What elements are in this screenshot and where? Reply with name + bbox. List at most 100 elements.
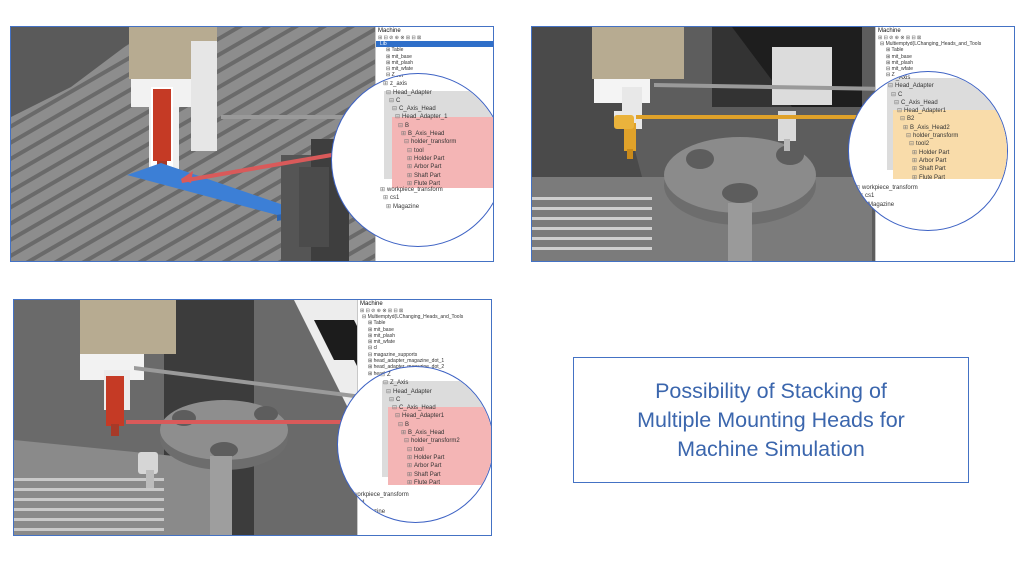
tree-node[interactable]: ⊞Holder Part: [380, 155, 456, 163]
tree-row[interactable]: ⊞ Table: [386, 47, 404, 54]
tree-node[interactable]: ⊞Flute Part: [380, 180, 456, 188]
tree-node-icon: ⊞: [855, 185, 861, 191]
tree-title: Machine: [378, 28, 401, 34]
tree-node[interactable]: ⊟C_Axis_Head: [885, 99, 958, 107]
tree-node[interactable]: ⊞Shaft Part: [380, 172, 456, 180]
tree-node[interactable]: ⊞B_Axis_Head: [380, 429, 460, 437]
tree-row[interactable]: ⊟ mit_wfate: [386, 66, 413, 73]
tree-node[interactable]: ⊟tool2: [885, 140, 958, 148]
tree-node-icon: ⊞: [407, 155, 413, 162]
tree-node[interactable]: ⊞cs1: [855, 192, 918, 200]
tree-node[interactable]: ⊟Head_Adapter1: [380, 412, 460, 420]
tree-node[interactable]: ⊞Shaft Part: [380, 471, 460, 479]
tree-node[interactable]: ⊟Z: [380, 371, 460, 379]
tree-node[interactable]: ⊞Arbor Part: [380, 163, 456, 171]
tree-row[interactable]: ⊟ Z: [386, 72, 395, 79]
tree-node[interactable]: ⊞Magazine: [346, 508, 409, 516]
tree-node[interactable]: ⊞Arbor Part: [885, 157, 958, 165]
tree-node[interactable]: ⊟C_Axis_Head: [380, 404, 460, 412]
tree-node[interactable]: ⊟Head_Adapter: [380, 89, 456, 97]
tree-node-label: Head_Adapter: [393, 388, 432, 395]
tree-node-label: tool: [414, 147, 424, 154]
tree-node[interactable]: ⊟Head_Adapter_1: [380, 113, 456, 121]
tree-node[interactable]: ⊟Head_Adapter: [380, 388, 460, 396]
tree-row[interactable]: ⊞ mit_plash: [886, 59, 913, 66]
tree-node-icon: ⊞: [861, 201, 867, 208]
tree-node-icon: ⊟: [897, 108, 903, 115]
tree-node[interactable]: ⊟C_Axis_Head: [380, 105, 456, 113]
tree-row[interactable]: ⊞ mit_base: [368, 326, 394, 333]
tree-node[interactable]: ⊞cs1: [380, 194, 443, 202]
tree-node[interactable]: ⊟holder_transform: [380, 138, 456, 146]
tree-toolbar[interactable]: ⊞ ⊟ ⊘ ⊕ ⊗ ⊞ ⊟ ⊠: [360, 308, 404, 314]
tree-node-label: B: [405, 421, 410, 428]
tree-node[interactable]: ⊞z_axis: [380, 80, 456, 88]
tree-node-label: Head_Adapter_1: [402, 114, 448, 121]
tree-node-label: cs1: [356, 500, 366, 507]
tree-node[interactable]: ⊞B_Axis_Head: [380, 130, 456, 138]
tree-row[interactable]: ⊞ mit_base: [886, 53, 912, 60]
tree-node-icon: ⊞: [352, 508, 358, 515]
tree-node-label: Flute Part: [414, 479, 441, 486]
tree-row[interactable]: ⊟ mit_wfate: [886, 66, 913, 73]
tree-node[interactable]: ⊞B_Axis_Head2: [885, 124, 958, 132]
tree-node[interactable]: ⊟holder_transform: [885, 132, 958, 140]
tree-node[interactable]: ⊟holder_transform2: [380, 437, 460, 445]
tree-node-icon: ⊟: [398, 421, 404, 428]
tree-toolbar[interactable]: ⊞ ⊟ ⊘ ⊕ ⊗ ⊞ ⊟ ⊠: [878, 35, 922, 41]
tree-row[interactable]: ⊟ Z: [886, 72, 895, 79]
tree-node[interactable]: ⊞Magazine: [380, 203, 443, 211]
tree-row[interactable]: Lib: [376, 41, 493, 48]
tree-node[interactable]: ⊞Shaft Part: [885, 165, 958, 173]
tree-node-label: workpiece_transform: [387, 187, 443, 193]
tree-node[interactable]: ⊞Holder Part: [380, 454, 460, 462]
tree-row[interactable]: ⊞ mit_plash: [386, 59, 413, 66]
tree-node[interactable]: ⊞Flute Part: [885, 174, 958, 182]
tree-title: Machine: [360, 301, 383, 307]
tree-node[interactable]: ⊟B2: [885, 115, 958, 123]
tree-node[interactable]: ⊞Magazine: [855, 201, 918, 209]
tree-node[interactable]: ⊟C: [885, 91, 958, 99]
tree-toolbar[interactable]: ⊞ ⊟ ⊘ ⊕ ⊗ ⊞ ⊟ ⊠: [378, 35, 422, 41]
tree-row[interactable]: ⊟ magazine_supports: [368, 351, 418, 358]
tree-node[interactable]: ⊞workpiece_transform: [855, 184, 918, 192]
tree-node-label: B_Axis_Head2: [910, 124, 950, 131]
tree-node[interactable]: ⊟Head_Adapter: [885, 82, 958, 90]
tree-node[interactable]: ⊞workpiece_transform: [380, 186, 443, 194]
tree-node-label: Head_Adapter: [393, 89, 432, 96]
tree-node-label: Magazine: [393, 203, 420, 210]
tree-node[interactable]: ⊞Flute Part: [380, 479, 460, 487]
tree-node-icon: ⊟: [383, 380, 389, 387]
tree-node-icon: ⊟: [395, 413, 401, 420]
tree-node[interactable]: ⊟C: [380, 97, 456, 105]
tree-node[interactable]: ⊟B: [380, 421, 460, 429]
tree-node[interactable]: ⊟tool: [380, 446, 460, 454]
tree-node[interactable]: ⊟tool: [380, 147, 456, 155]
tree-node-label: B2: [907, 116, 915, 123]
tree-node[interactable]: ⊞holder: [380, 74, 456, 80]
tree-node[interactable]: ⊞Arbor Part: [380, 462, 460, 470]
tree-node-icon: ⊞: [912, 157, 918, 164]
tree-node-label: Head_Adapter: [895, 83, 934, 90]
tree-node[interactable]: ⊞Holder Part: [885, 149, 958, 157]
tree-node[interactable]: ⊟Z_Axis: [380, 379, 460, 387]
tree-row[interactable]: ⊞ head_adapter_magazine_dot_1: [368, 358, 445, 365]
tree-row[interactable]: ⊟ cl: [368, 345, 378, 352]
tree-node[interactable]: ⊟B: [380, 122, 456, 130]
tree-row[interactable]: ⊞ mit_base: [386, 53, 412, 60]
tree-node[interactable]: ⊞workpiece_transform: [346, 491, 409, 499]
tree-row[interactable]: ⊞ Table: [368, 320, 386, 327]
tree-node[interactable]: ⊞cs1: [346, 499, 409, 507]
tree-node[interactable]: ⊟Z_Axis: [885, 74, 958, 82]
tree-row[interactable]: ⊞ mit_wfate: [368, 339, 395, 346]
tree-row[interactable]: ⊞ mit_plash: [368, 332, 395, 339]
tree-node[interactable]: ⊟C: [380, 396, 460, 404]
tree-node-icon: ⊟: [380, 372, 386, 378]
tree-node[interactable]: ⊟Head_Adapter1: [885, 107, 958, 115]
tree-title: Machine: [878, 28, 901, 34]
tree-row[interactable]: ⊞ Table: [886, 47, 904, 54]
tree-row[interactable]: ⊟ Multiemptyd(LChanging_Heads_and_Tools: [880, 41, 982, 47]
tree-row[interactable]: ⊟ Multiemptyd(LChanging_Heads_and_Tools: [362, 314, 464, 320]
tree-node-label: holder_transform: [913, 133, 959, 140]
tree-node-icon: ⊟: [407, 446, 413, 453]
